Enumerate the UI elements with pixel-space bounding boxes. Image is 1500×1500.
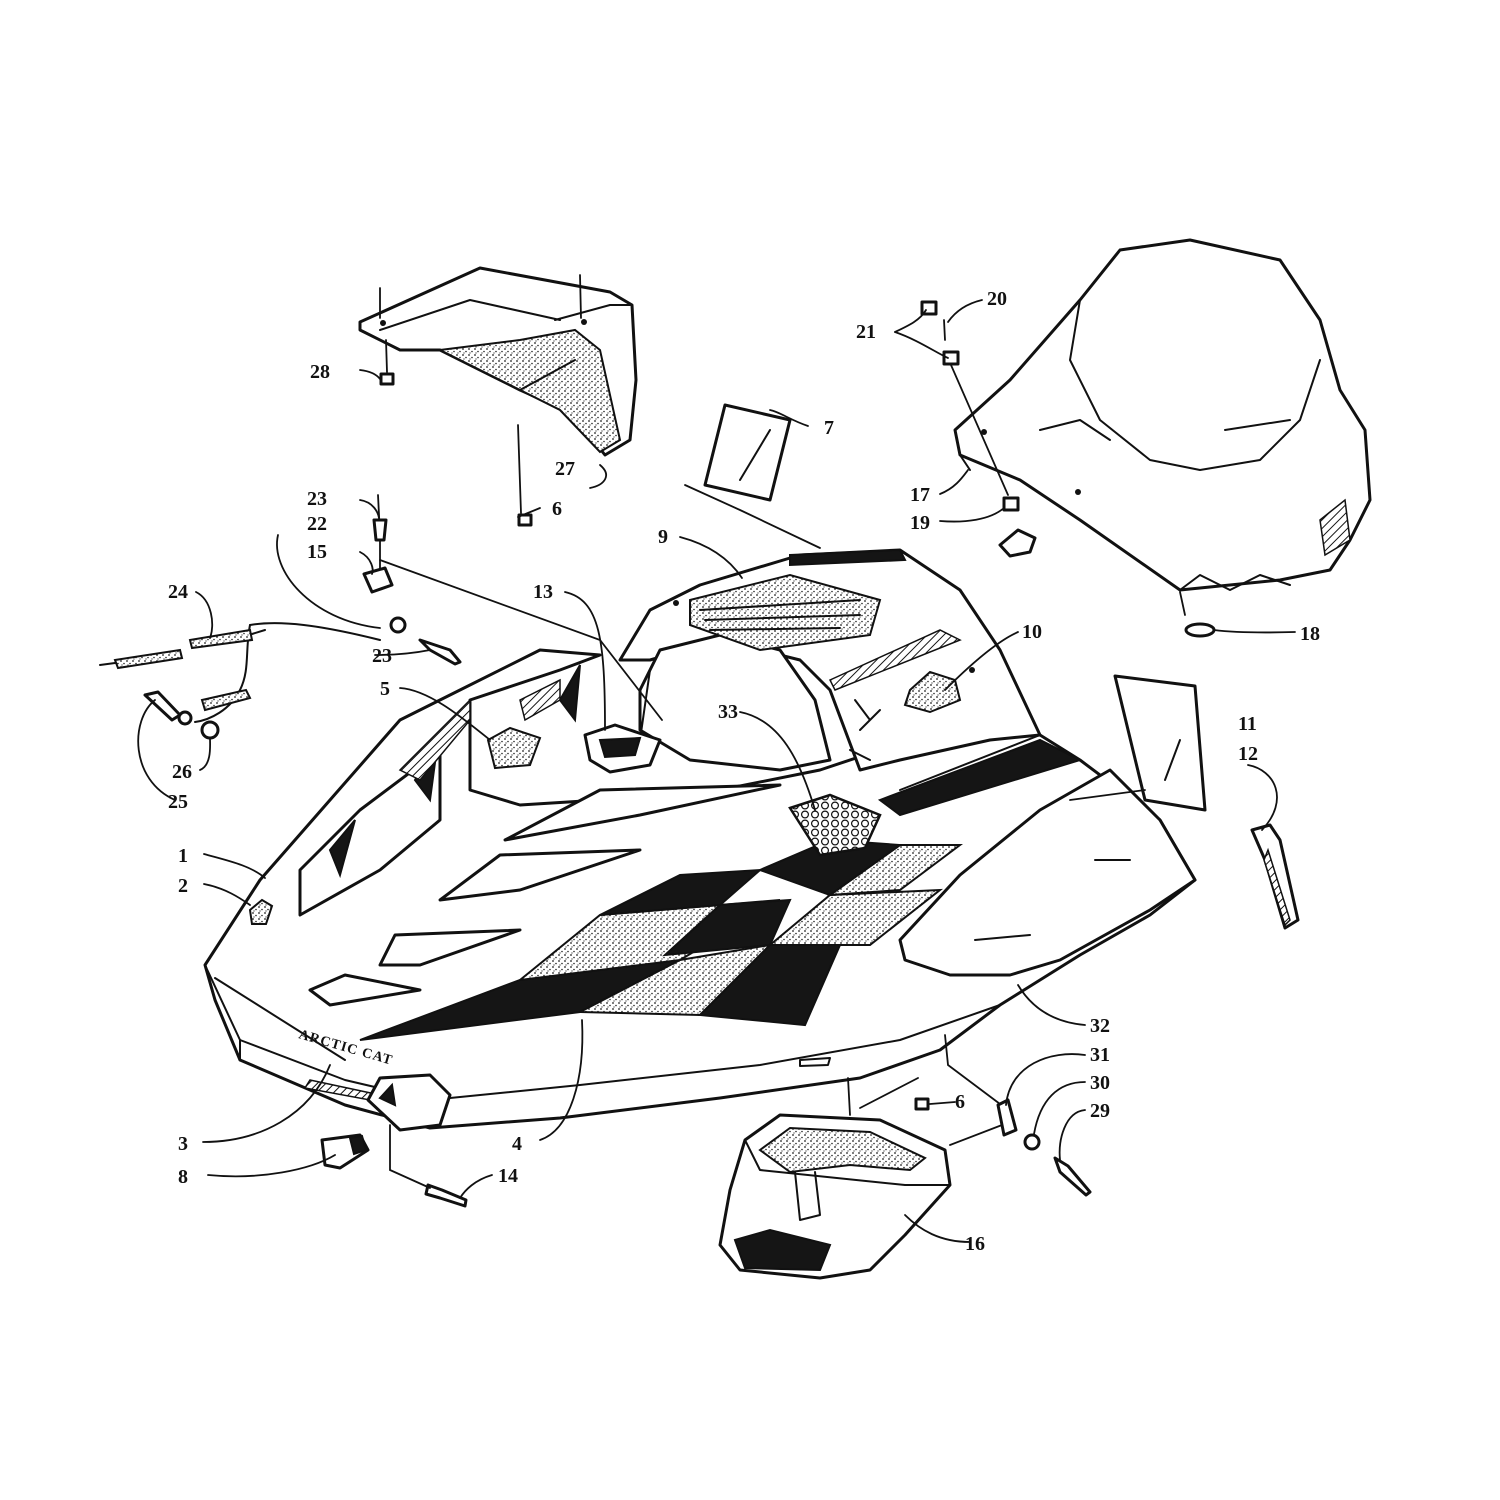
callout-9: 9	[658, 526, 668, 548]
decal-10	[903, 670, 962, 714]
panel-7	[703, 403, 792, 502]
windshield-screw-19	[1002, 496, 1020, 512]
callout-12: 12	[1238, 743, 1258, 765]
callout-19: 19	[910, 512, 930, 534]
dash-decal-9	[689, 573, 882, 652]
bracket-31	[996, 1098, 1018, 1137]
bolt-25	[143, 690, 182, 722]
callout-25: 25	[168, 791, 188, 813]
callout-3: 3	[178, 1133, 188, 1155]
intake-opening	[733, 1228, 832, 1272]
callout-27: 27	[555, 458, 575, 480]
callout-1: 1	[178, 845, 188, 867]
dash-console	[583, 548, 1042, 774]
callout-11: 11	[1238, 713, 1257, 735]
panel-11	[1113, 674, 1207, 812]
callout-29: 29	[1090, 1100, 1110, 1122]
callout-8: 8	[178, 1166, 188, 1188]
callout-24: 24	[168, 581, 188, 603]
callout-5: 5	[380, 678, 390, 700]
hood-decal-dark-5	[757, 838, 903, 897]
callout-2: 2	[178, 875, 188, 897]
callout-labels: 1 2 3 4 5 6 6 7 8 9 10 11 12 13 14 15 16…	[168, 288, 1320, 1255]
callout-15: 15	[307, 541, 327, 563]
callout-16: 16	[965, 1233, 985, 1255]
callout-22: 22	[307, 513, 327, 535]
spring-24-left	[113, 648, 184, 670]
nut-20	[942, 350, 960, 366]
callout-7: 7	[824, 417, 834, 439]
headlight-lens	[898, 768, 1197, 977]
pin-14	[424, 1183, 468, 1208]
nut-26	[200, 720, 220, 740]
callout-6b: 6	[955, 1091, 965, 1113]
latch-pin-23-top	[372, 518, 388, 542]
callout-23a: 23	[307, 488, 327, 510]
spring-24-right	[188, 628, 254, 650]
callout-13: 13	[533, 581, 553, 603]
windshield-panel	[953, 238, 1372, 592]
callout-14: 14	[498, 1165, 518, 1187]
upper-shroud	[358, 266, 638, 457]
callout-23b: 23	[372, 645, 392, 667]
callout-6a: 6	[552, 498, 562, 520]
latch-bracket-15	[362, 566, 394, 594]
hood-vent-4	[308, 973, 422, 1007]
hood-vent-upper	[298, 748, 442, 917]
hood-vent-2	[438, 848, 642, 902]
windshield-grommet	[1184, 622, 1216, 638]
washer-25	[177, 710, 193, 726]
callout-30: 30	[1090, 1072, 1110, 1094]
callout-28: 28	[310, 361, 330, 383]
front-bumper-bracket	[366, 1073, 452, 1132]
callout-21: 21	[856, 321, 876, 343]
callout-10: 10	[1022, 621, 1042, 643]
screw-28	[379, 372, 395, 386]
windshield	[953, 238, 1372, 592]
decal-2	[248, 898, 274, 925]
callout-17: 17	[910, 484, 930, 506]
hood-vent-3	[378, 928, 522, 967]
callout-4: 4	[512, 1133, 522, 1155]
decal-5	[486, 726, 542, 770]
callout-33: 33	[718, 701, 738, 723]
dash-opening	[638, 633, 832, 772]
callout-18: 18	[1300, 623, 1320, 645]
hood-latch-assembly	[99, 494, 462, 740]
screw-6-lower	[914, 1097, 930, 1111]
callout-26: 26	[172, 761, 192, 783]
washer-30	[1023, 1133, 1041, 1151]
pin-29	[1053, 1156, 1092, 1197]
honeycomb-vent	[788, 793, 882, 857]
hood: ARCTIC CAT	[203, 648, 1197, 1132]
callout-31: 31	[1090, 1044, 1110, 1066]
callout-20: 20	[987, 288, 1007, 310]
hood-decal-grey-3	[767, 888, 944, 946]
windshield-bracket	[998, 528, 1037, 558]
hood-decal-dark-3	[662, 898, 792, 957]
leader-lines	[137, 299, 1296, 1243]
callout-32: 32	[1090, 1015, 1110, 1037]
air-intake-duct	[718, 1113, 952, 1280]
hood-vent-mid	[503, 783, 782, 842]
clevis-pin-23	[418, 638, 462, 666]
